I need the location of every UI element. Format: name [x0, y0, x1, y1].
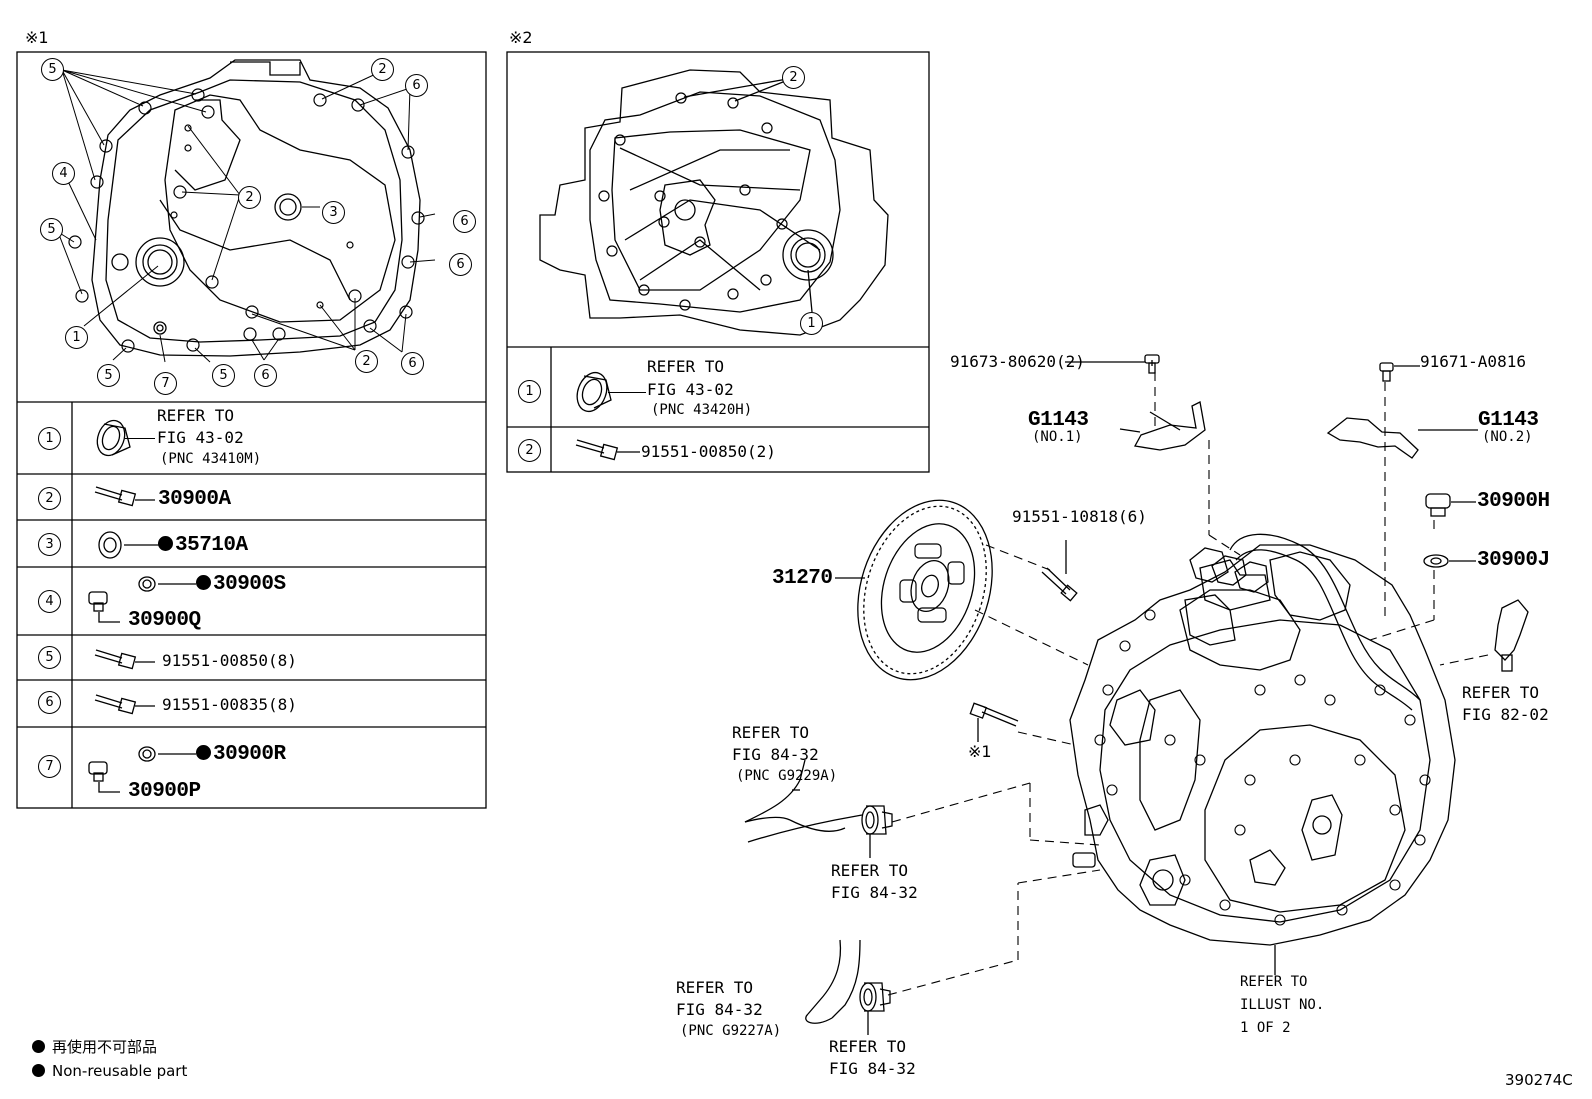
ref-line: FIG 84-32 [831, 883, 918, 902]
bracket-code: G1143 [1028, 409, 1089, 432]
illust-ref-line: 1 OF 2 [1240, 1020, 1291, 1036]
part-number: 91673-80620(2) [950, 352, 1085, 371]
inset2-frame [506, 51, 930, 473]
part-number-nonreusable: 30900S [196, 574, 286, 595]
callout-1: 1 [800, 312, 823, 335]
bracket-sub: (NO.2) [1482, 429, 1533, 445]
row-num-6: 6 [38, 691, 61, 714]
non-reusable-dot-icon [196, 575, 211, 590]
non-reusable-dot-icon [196, 745, 211, 760]
figure-code: 390274C [1505, 1071, 1573, 1089]
leader [125, 438, 155, 439]
callout-4: 4 [52, 162, 75, 185]
callout-3: 3 [322, 201, 345, 224]
inset2-row-icons [575, 371, 640, 461]
legend-jp: 再使用不可部品 [32, 1040, 157, 1055]
ref-line: REFER TO [732, 723, 810, 742]
pnc-line: (PNC 43420H) [651, 402, 753, 418]
non-reusable-dot-icon [158, 536, 173, 551]
pnc-line: (PNC G9227A) [680, 1023, 782, 1039]
callout-6: 6 [449, 253, 472, 276]
part-number: 91671-A0816 [1420, 352, 1526, 371]
ref-line: REFER TO [1462, 683, 1540, 702]
part-number: 91551-00850(8) [162, 651, 297, 670]
callout-5: 5 [212, 364, 235, 387]
ref-line: FIG 84-32 [676, 1000, 763, 1019]
ref-line: REFER TO [676, 978, 754, 997]
part-number-nonreusable: 35710A [158, 535, 248, 556]
inset1-row-icons [88, 419, 196, 793]
row-num-1: 1 [38, 427, 61, 450]
inset1-frame [16, 51, 487, 809]
pnc-line: (PNC G9229A) [736, 768, 838, 784]
callout-7: 7 [154, 372, 177, 395]
inset1-mark: ※1 [25, 28, 49, 47]
callout-2: 2 [782, 66, 805, 89]
part-number: 30900Q [128, 609, 201, 632]
bracket-sub: (NO.1) [1032, 429, 1083, 445]
bracket-code: G1143 [1478, 409, 1539, 432]
callout-6: 6 [405, 74, 428, 97]
row-num-1: 1 [518, 380, 541, 403]
callout-6: 6 [401, 352, 424, 375]
callout-5: 5 [41, 58, 64, 81]
callout-1: 1 [65, 326, 88, 349]
mark-ref: ※1 [968, 742, 992, 761]
ref-line: REFER TO [157, 406, 235, 425]
row-num-7: 7 [38, 755, 61, 778]
part-number: 91551-00850(2) [641, 442, 776, 461]
part-number: 30900P [128, 780, 201, 803]
inset1-case-drawing [57, 59, 436, 363]
row-num-2: 2 [518, 439, 541, 462]
callout-5: 5 [97, 364, 120, 387]
row-num-3: 3 [38, 533, 61, 556]
part-number: 31270 [772, 567, 833, 590]
illust-ref-line: ILLUST NO. [1240, 997, 1325, 1013]
illust-ref-line: REFER TO [1240, 974, 1308, 990]
part-number-nonreusable: 30900R [196, 744, 286, 765]
part-number: 91551-10818(6) [1012, 507, 1147, 526]
part-number: 30900H [1477, 490, 1550, 513]
ref-line: FIG 43-02 [647, 380, 734, 399]
non-reusable-dot-icon [32, 1040, 45, 1053]
ref-line: FIG 84-32 [829, 1059, 916, 1078]
leader [608, 392, 646, 393]
callout-6: 6 [254, 364, 277, 387]
legend-en: Non-reusable part [32, 1064, 187, 1079]
ref-line: REFER TO [831, 861, 909, 880]
ref-line: FIG 84-32 [732, 745, 819, 764]
non-reusable-dot-icon [32, 1064, 45, 1077]
callout-6: 6 [453, 210, 476, 233]
callout-2: 2 [238, 186, 261, 209]
part-number: 30900A [158, 488, 231, 511]
callout-5: 5 [40, 218, 63, 241]
ref-line: FIG 43-02 [157, 428, 244, 447]
part-number: 30900J [1477, 549, 1550, 572]
ref-line: FIG 82-02 [1462, 705, 1549, 724]
part-number: 91551-00835(8) [162, 695, 297, 714]
main-assembly-drawing [744, 354, 1529, 1035]
row-num-4: 4 [38, 590, 61, 613]
callout-2: 2 [371, 58, 394, 81]
ref-line: REFER TO [647, 357, 725, 376]
row-num-5: 5 [38, 646, 61, 669]
ref-line: REFER TO [829, 1037, 907, 1056]
callout-2: 2 [355, 350, 378, 373]
row-num-2: 2 [38, 487, 61, 510]
pnc-line: (PNC 43410M) [160, 451, 262, 467]
inset2-mark: ※2 [509, 28, 533, 47]
inset2-case-drawing [539, 69, 889, 336]
